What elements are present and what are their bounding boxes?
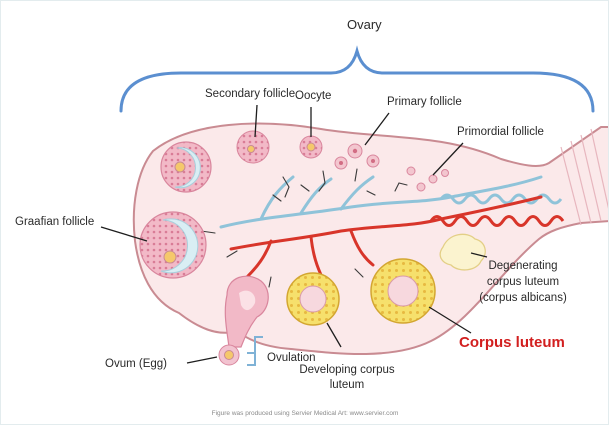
- label-primary-follicle: Primary follicle: [387, 96, 462, 108]
- label-developing-1: Developing corpus: [299, 364, 395, 376]
- label-oocyte: Oocyte: [295, 90, 331, 102]
- label-primordial-follicle: Primordial follicle: [457, 126, 544, 138]
- label-corpus-luteum: Corpus luteum: [459, 334, 565, 351]
- graafian-follicle: [140, 212, 206, 278]
- label-secondary-follicle: Secondary follicle: [205, 88, 295, 100]
- oocyte-follicle: [300, 136, 322, 158]
- image-credit: Figure was produced using Servier Medica…: [212, 410, 399, 417]
- title-ovary: Ovary: [347, 17, 382, 32]
- secondary-follicle: [237, 131, 269, 163]
- label-degenerating-3: (corpus albicans): [479, 292, 567, 304]
- developing-corpus-luteum: [287, 273, 339, 325]
- label-degenerating-1: Degenerating: [488, 260, 557, 272]
- label-developing-2: luteum: [330, 379, 365, 391]
- graafian-follicle-upper: [161, 142, 211, 192]
- label-graafian-follicle: Graafian follicle: [15, 216, 94, 228]
- label-ovulation: Ovulation: [267, 352, 316, 364]
- label-ovum: Ovum (Egg): [105, 358, 167, 370]
- ovum: [219, 345, 239, 365]
- ovary-brace: [121, 51, 593, 111]
- label-degenerating-2: corpus luteum: [487, 276, 559, 288]
- corpus-luteum: [371, 259, 435, 323]
